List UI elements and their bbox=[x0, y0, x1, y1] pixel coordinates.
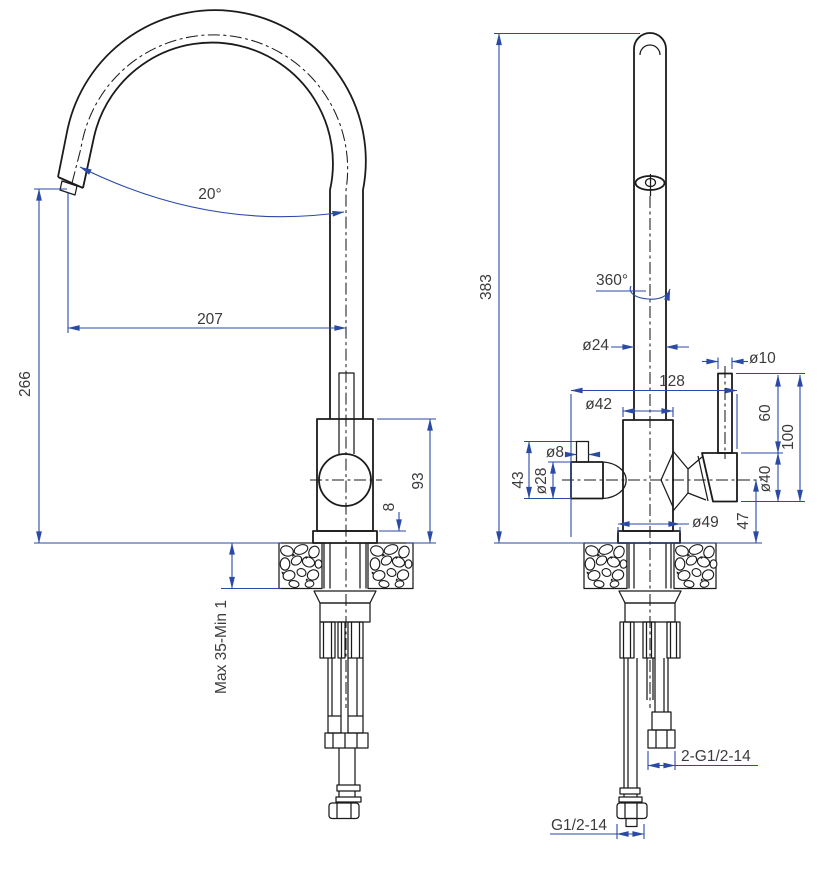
side-view-dimensions: 20° 207 266 93 8 Max 35-Min 1 bbox=[17, 166, 436, 694]
side-countertop bbox=[278, 542, 414, 590]
dim-inlet-thread: G1/2-14 bbox=[551, 817, 607, 834]
dim-overall-height: 383 bbox=[478, 274, 495, 300]
dim-outlet-diameter: ø8 bbox=[546, 444, 564, 461]
handle-ball-joint bbox=[318, 453, 372, 507]
dim-spout-tube-diameter: ø24 bbox=[582, 337, 609, 354]
aerator-stub bbox=[59, 180, 78, 196]
dim-supply-hose-thread: 2-G1/2-14 bbox=[681, 748, 751, 765]
front-view-dimensions: 383 360° ø24 ø10 128 ø42 ø8 43 ø28 60 10… bbox=[478, 32, 805, 839]
dim-arc-spout-angle bbox=[79, 166, 345, 218]
dim-lever-diameter: ø10 bbox=[749, 350, 776, 367]
valve-cone bbox=[660, 452, 674, 508]
handle-lever bbox=[717, 372, 733, 454]
dim-outlet-body-diameter: ø28 bbox=[533, 468, 550, 495]
dim-spout-angle: 20° bbox=[198, 186, 221, 203]
swivel-arc bbox=[629, 285, 671, 301]
front-view: 383 360° ø24 ø10 128 ø42 ø8 43 ø28 60 10… bbox=[478, 32, 805, 839]
valve-boss bbox=[672, 450, 689, 512]
front-mounting-hardware bbox=[616, 590, 682, 828]
tube-cap-inner bbox=[639, 44, 661, 56]
handle-bell bbox=[701, 452, 738, 503]
dim-body-diameter: ø42 bbox=[585, 396, 612, 413]
outlet-spigot bbox=[575, 440, 590, 463]
front-spout-tube bbox=[633, 32, 667, 420]
side-body bbox=[316, 418, 374, 532]
dim-body-height: 93 bbox=[410, 472, 427, 489]
dim-mounting-range: Max 35-Min 1 bbox=[213, 600, 230, 694]
side-view: 20° 207 266 93 8 Max 35-Min 1 bbox=[17, 9, 436, 820]
spout-outline bbox=[57, 9, 367, 419]
dim-spout-height: 266 bbox=[17, 371, 34, 397]
dim-overall-width: 128 bbox=[659, 373, 685, 390]
side-mounting-hardware bbox=[313, 590, 377, 820]
dim-base-plate-thickness: 8 bbox=[381, 503, 398, 512]
dim-base-diameter: ø49 bbox=[692, 514, 719, 531]
nozzle-cap bbox=[602, 461, 627, 500]
side-base-flange bbox=[312, 530, 378, 544]
dim-handle-assembly-height: 100 bbox=[780, 424, 797, 450]
front-body bbox=[622, 419, 674, 532]
dim-handle-bell-diameter: ø40 bbox=[757, 465, 774, 492]
dim-outlet-axis-height: 47 bbox=[735, 512, 752, 529]
front-base-flange bbox=[617, 530, 681, 544]
dim-spout-reach: 207 bbox=[197, 311, 223, 328]
dim-swivel-angle: 360° bbox=[596, 272, 628, 289]
cartridge-stem bbox=[338, 372, 355, 454]
dim-outlet-height: 43 bbox=[510, 471, 527, 488]
side-spout-centerline bbox=[71, 34, 349, 590]
dim-lever-height: 60 bbox=[757, 404, 774, 422]
